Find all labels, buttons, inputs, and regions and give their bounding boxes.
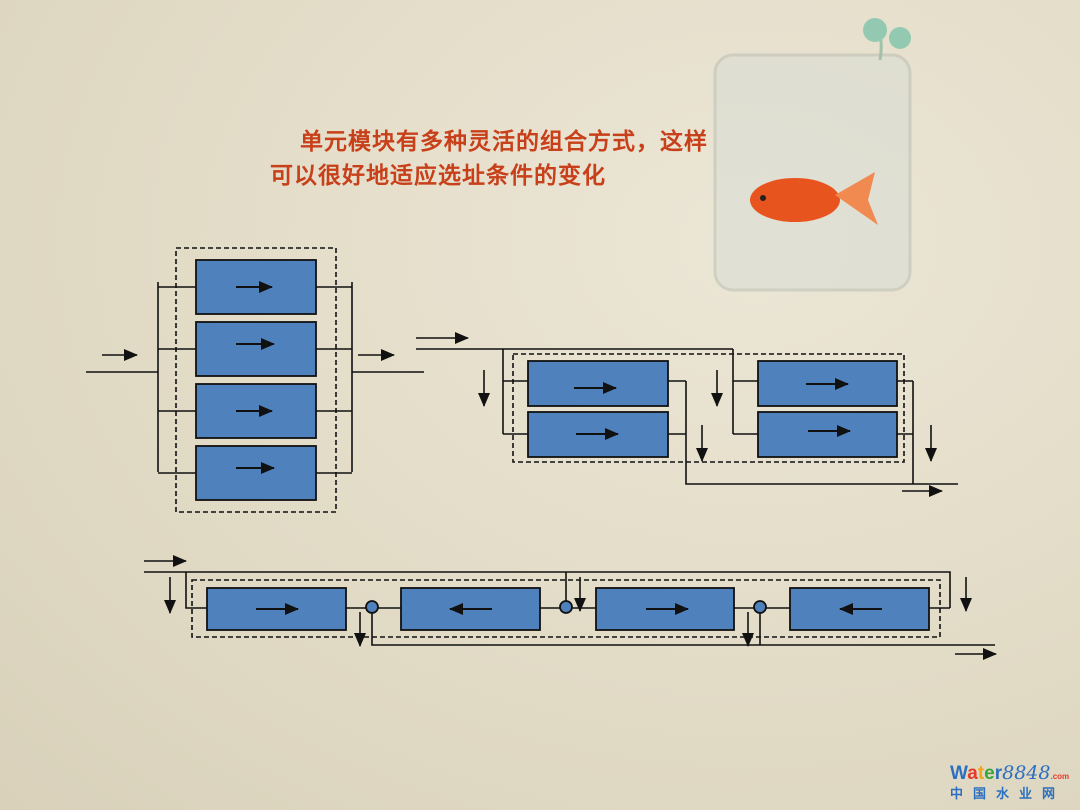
series-diagram	[144, 555, 997, 660]
parallel-diagram	[86, 247, 424, 513]
module-flow-arrows	[236, 281, 882, 615]
module-box	[195, 445, 317, 501]
two-stage-diagram	[416, 332, 958, 497]
module-box	[527, 411, 669, 458]
watermark-logo: Water8848.com 中国水业网	[950, 762, 1069, 802]
junction-node	[365, 600, 379, 614]
junction-node	[753, 600, 767, 614]
module-box	[527, 360, 669, 407]
watermark-subtitle: 中国水业网	[950, 787, 1066, 802]
module-box	[195, 321, 317, 377]
goldfish-icon	[750, 172, 878, 225]
title-line-1: 单元模块有多种灵活的组合方式，这样	[300, 128, 708, 155]
module-box	[757, 411, 898, 458]
dashed-boundary	[175, 247, 337, 513]
title-line-2: 可以很好地适应选址条件的变化	[270, 162, 606, 189]
watermark-brand: Water8848.com	[950, 762, 1070, 784]
junction-node	[559, 600, 573, 614]
